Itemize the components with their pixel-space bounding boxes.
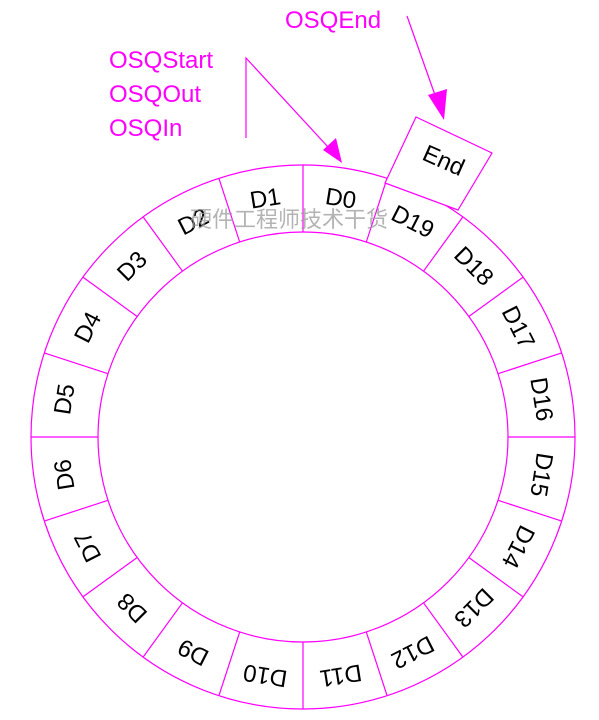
ring-divider	[82, 276, 138, 317]
ring-divider	[497, 352, 562, 375]
ring-segment-d17: D17	[496, 302, 540, 353]
ring-segment-d8: D8	[112, 587, 153, 628]
ring-segment-d19: D19	[387, 200, 438, 244]
ring-divider	[44, 352, 109, 375]
ring-segment-d13: D13	[448, 582, 498, 632]
ring-divider	[365, 631, 388, 696]
ring-divider	[423, 216, 464, 272]
ring-segment-d3: D3	[112, 246, 153, 287]
ring-segment-d6: D6	[49, 457, 80, 492]
ring-segment-d10: D10	[241, 658, 289, 692]
end-box: End	[384, 116, 493, 211]
ring-outer-circle	[30, 164, 576, 710]
ring-inner-circle	[97, 231, 509, 643]
ring-segment-d18: D18	[448, 241, 498, 291]
ring-divider	[44, 499, 109, 522]
start-pointer-arrow	[245, 56, 342, 163]
ring-divider	[497, 499, 562, 522]
ring-segment-d7: D7	[69, 527, 107, 567]
ring-segment-d12: D12	[387, 630, 438, 674]
osq-end-label: OSQEnd	[285, 7, 381, 34]
ring-divider	[218, 631, 241, 696]
ring-divider	[468, 276, 524, 317]
ring-dividers	[31, 165, 575, 709]
ring-segment-d5: D5	[49, 382, 80, 417]
osq-out-label: OSQOut	[109, 81, 201, 108]
ring-segment-d11: D11	[318, 659, 364, 692]
ring-divider	[468, 557, 524, 598]
osq-start-label: OSQStart	[109, 47, 213, 74]
ring-segment-d16: D16	[524, 375, 558, 423]
ring-divider	[82, 557, 138, 598]
ring-segment-d1: D1	[248, 183, 283, 214]
start-pointer-labels: OSQStart OSQOut OSQIn	[109, 47, 213, 142]
ring-segment-d0: D0	[323, 183, 358, 214]
ring-divider	[218, 178, 241, 243]
ring-divider	[142, 602, 183, 658]
ring-divider	[423, 602, 464, 658]
end-pointer-arrow	[406, 15, 447, 120]
ring-divider	[365, 178, 388, 243]
ring-segment-d15: D15	[524, 451, 558, 499]
watermark: 硬件工程师技术干货	[190, 208, 388, 233]
ring-segment-d14: D14	[496, 521, 540, 572]
ring-segment-d9: D9	[174, 633, 214, 671]
ring-divider	[142, 216, 183, 272]
end-box-outline	[384, 116, 493, 211]
osq-in-label: OSQIn	[109, 115, 182, 142]
ring-segment-d4: D4	[69, 308, 107, 348]
